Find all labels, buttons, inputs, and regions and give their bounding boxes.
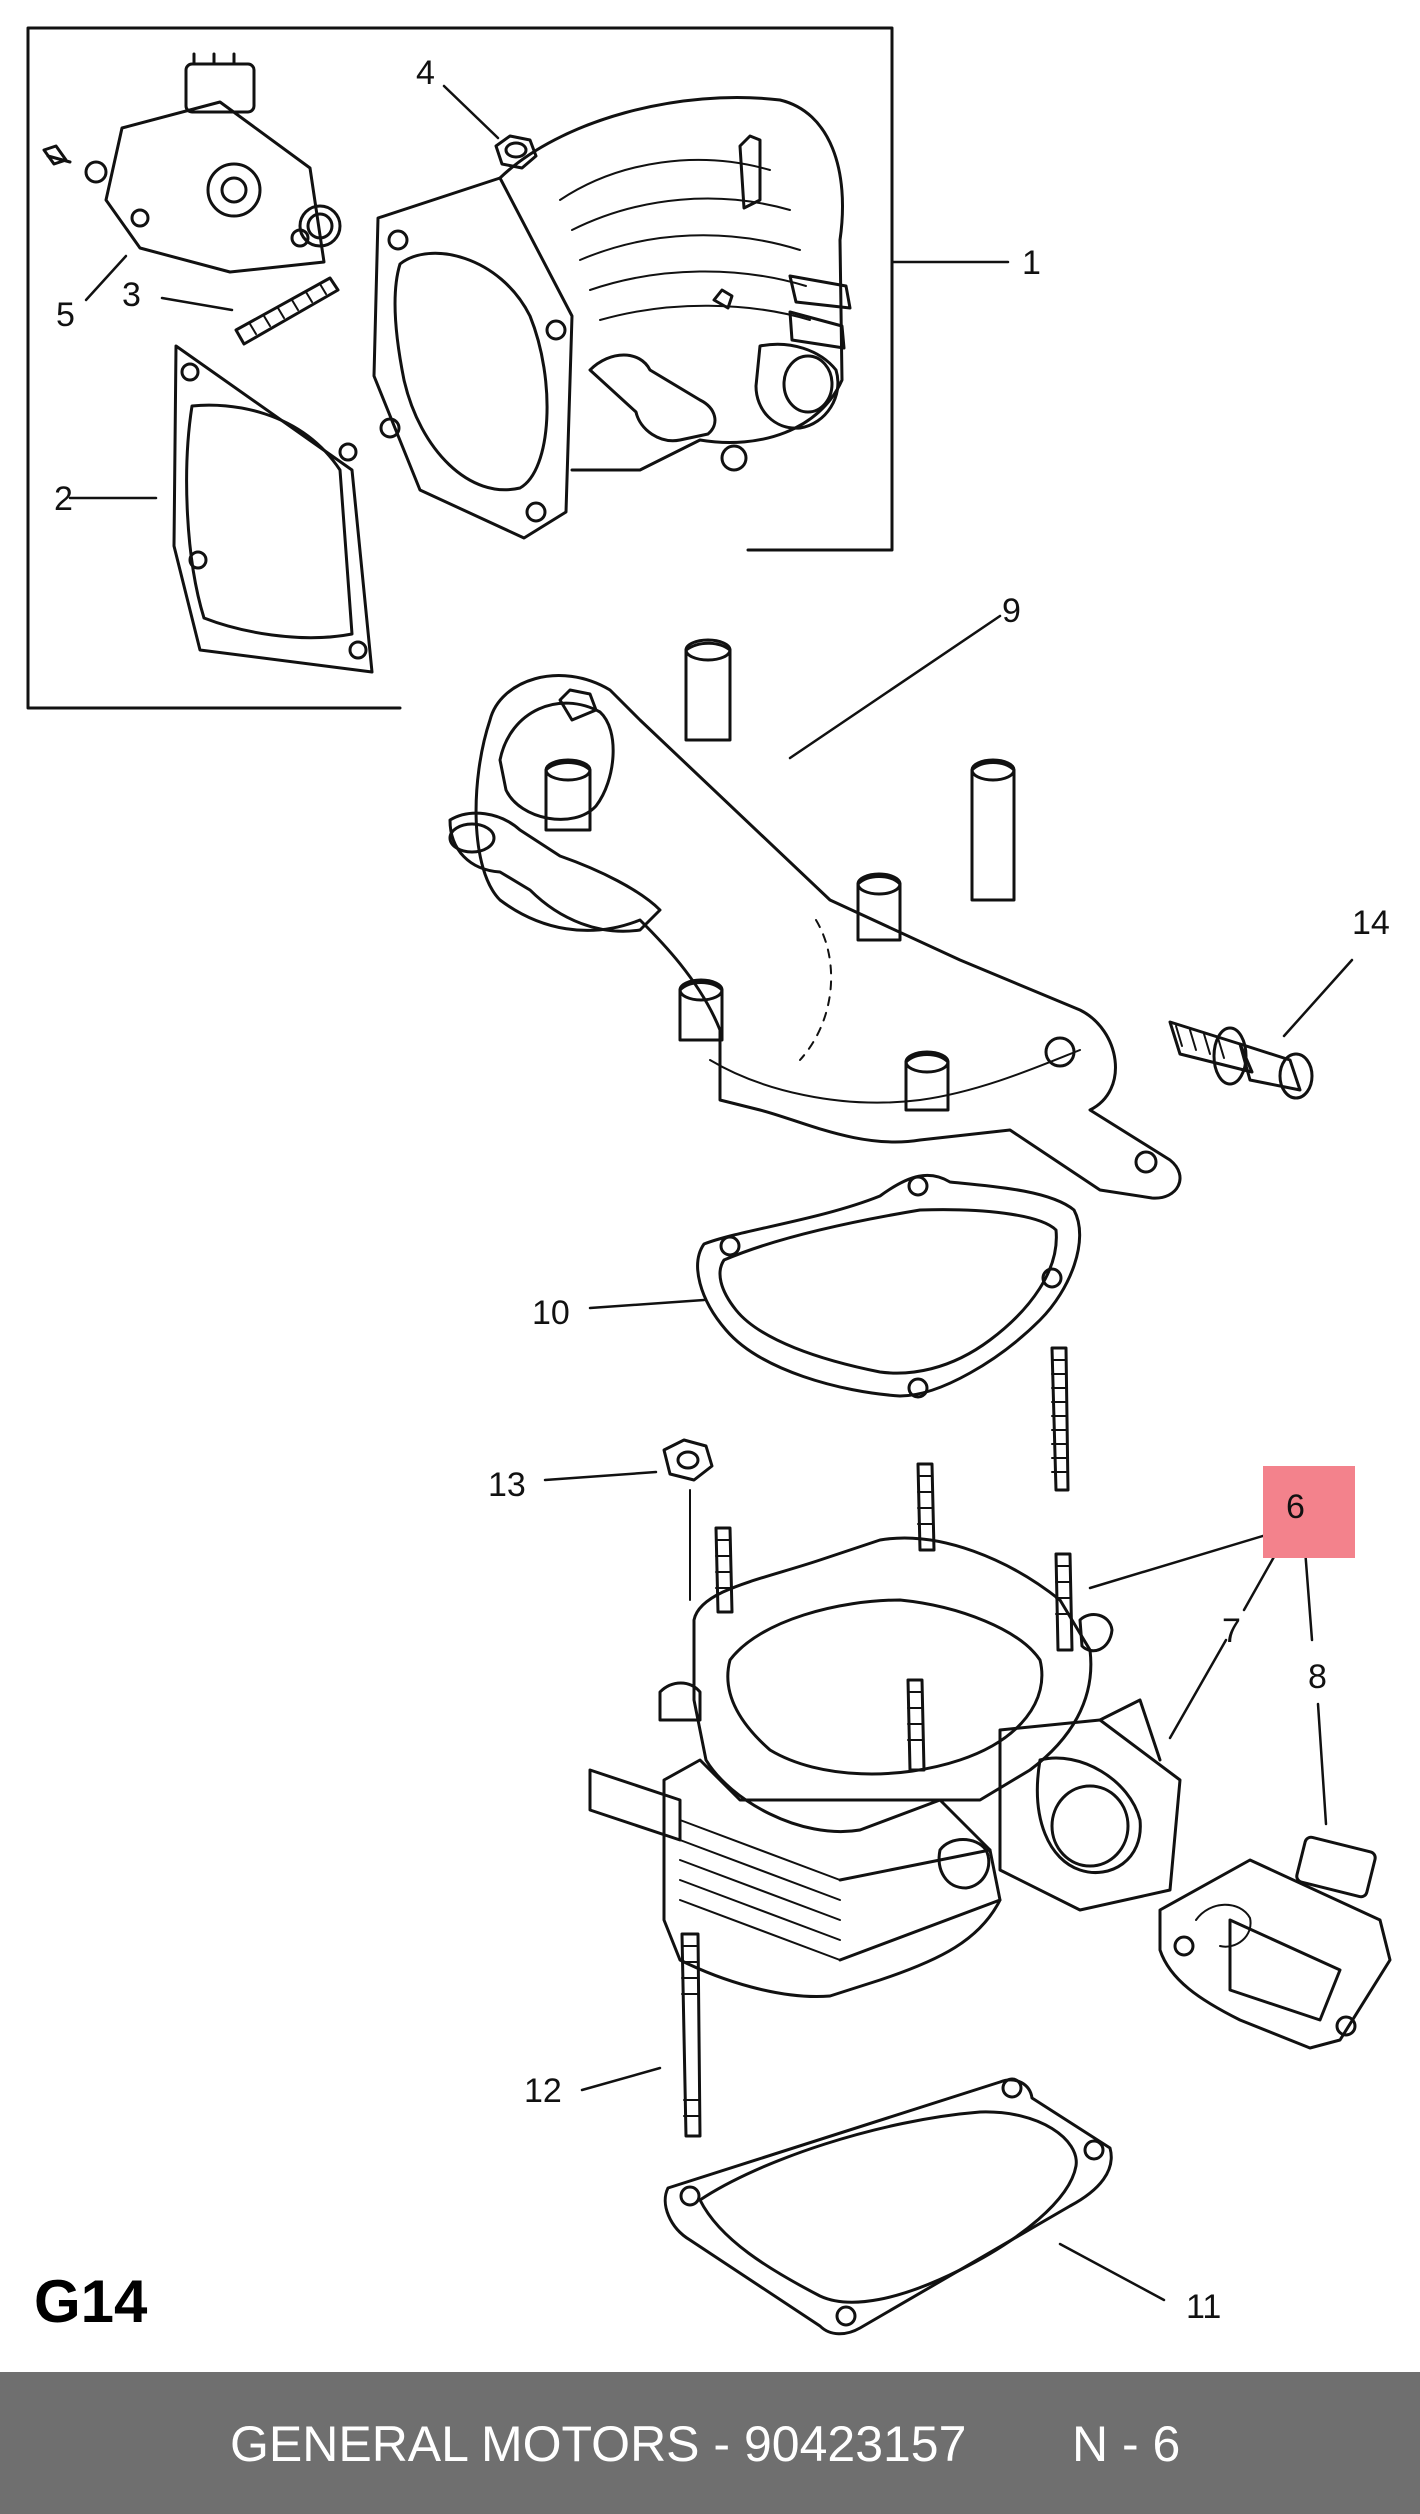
inset-frame bbox=[26, 26, 894, 710]
footer-part-number: GENERAL MOTORS - 90423157 bbox=[230, 2416, 967, 2472]
diagram-page-code: G14 bbox=[34, 2268, 148, 2335]
part-1-throttle-body bbox=[372, 96, 852, 540]
part-9-intake-elbow bbox=[448, 638, 1182, 1200]
stud-upper bbox=[1050, 1346, 1070, 1492]
callout-14[interactable]: 14 bbox=[1352, 904, 1390, 942]
part-11-gasket bbox=[663, 2077, 1113, 2336]
part-12-stud bbox=[680, 1932, 702, 2138]
exploded-parts-diagram bbox=[26, 26, 1392, 2336]
part-3-stud bbox=[234, 276, 340, 346]
callout-4[interactable]: 4 bbox=[416, 54, 435, 92]
part-4-nut bbox=[494, 134, 538, 170]
callout-7[interactable]: 7 bbox=[1222, 1612, 1241, 1650]
part-5-sensor bbox=[42, 52, 342, 274]
part-6-throttle-assembly bbox=[588, 1462, 1182, 1999]
callout-10[interactable]: 10 bbox=[532, 1294, 570, 1332]
highlight-part-6 bbox=[1263, 1466, 1355, 1558]
callout-13[interactable]: 13 bbox=[488, 1466, 526, 1504]
callout-6[interactable]: 6 bbox=[1286, 1488, 1305, 1526]
footer-bar: GENERAL MOTORS - 90423157 N - 6 bbox=[0, 2372, 1420, 2514]
callout-1[interactable]: 1 bbox=[1022, 244, 1041, 282]
callout-11[interactable]: 11 bbox=[1186, 2288, 1222, 2326]
part-13-nut bbox=[662, 1438, 714, 1601]
callout-8[interactable]: 8 bbox=[1308, 1658, 1327, 1696]
footer-position-code: N - 6 bbox=[1072, 2416, 1181, 2472]
callout-5[interactable]: 5 bbox=[56, 296, 75, 334]
part-2-gasket bbox=[172, 344, 374, 674]
callout-2[interactable]: 2 bbox=[54, 480, 73, 518]
part-8-sensor bbox=[1158, 1835, 1392, 2050]
callout-12[interactable]: 12 bbox=[524, 2072, 562, 2110]
leader-lines bbox=[68, 84, 1354, 2302]
part-14-bolt bbox=[1168, 1020, 1314, 1100]
callout-9[interactable]: 9 bbox=[1002, 592, 1021, 630]
callout-3[interactable]: 3 bbox=[122, 276, 141, 314]
part-10-gasket bbox=[696, 1173, 1082, 1399]
